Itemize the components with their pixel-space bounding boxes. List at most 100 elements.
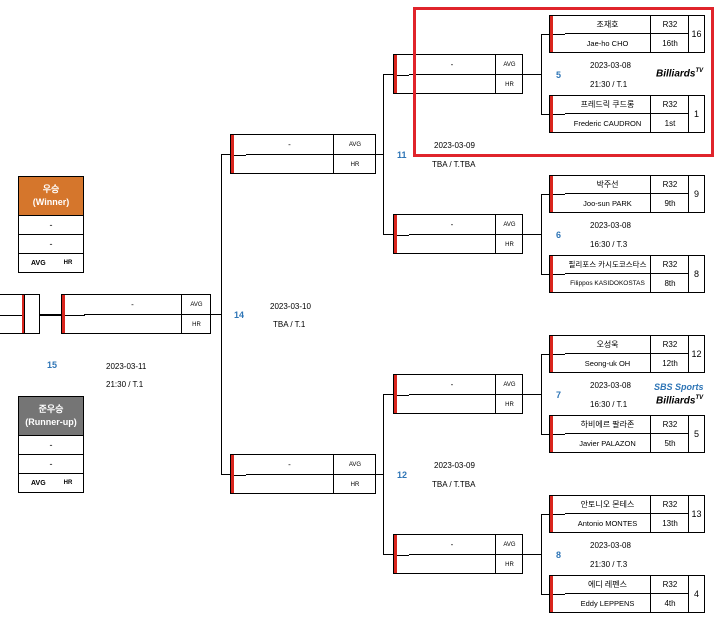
- match-8-p1-seed: 13: [689, 495, 705, 533]
- qf-box-1-hr: HR: [505, 81, 514, 88]
- match-8-p2-seed: 4: [689, 575, 705, 613]
- match-5-p1-ko: 조재호: [565, 16, 651, 34]
- semi-match-number: 14: [234, 310, 245, 320]
- semi-top-hr: HR: [350, 161, 360, 168]
- match-6-date: 2023-03-08: [590, 221, 631, 230]
- match-5-p1-rank: 16th: [662, 39, 678, 48]
- final-left-box: [0, 294, 40, 334]
- final-match-number: 15: [47, 360, 58, 370]
- match-8-p2-round: R32: [651, 576, 689, 594]
- match-5-p2-seed: 1: [689, 95, 705, 133]
- winner-hr: HR: [63, 260, 73, 266]
- match-8-player-1: 안토니오 몬테스 Antonio MONTES R32 13th: [549, 495, 689, 533]
- match-7-number: 7: [556, 390, 562, 400]
- semi-bottom-name: -: [246, 455, 334, 475]
- match-8-p2-ko: 에디 레펜스: [565, 576, 651, 594]
- match-5-player-2: 프레드릭 쿠드롱 Frederic CAUDRON R32 1st: [549, 95, 689, 133]
- runnerup-hr: HR: [63, 480, 73, 486]
- match-6-p1-round: R32: [651, 176, 689, 194]
- semi-top-name: -: [246, 135, 334, 155]
- semi-time: TBA / T.1: [273, 320, 306, 329]
- match-7-player-1: 오성욱 Seong-uk OH R32 12th: [549, 335, 689, 373]
- match-8-p1-round: R32: [651, 496, 689, 514]
- match-5-date: 2023-03-08: [590, 61, 631, 70]
- match-7-p1-seed: 12: [689, 335, 705, 373]
- match-7-p1-ko: 오성욱: [565, 336, 651, 354]
- qf-box-2: - AVG HR: [393, 214, 523, 254]
- qf-box-4-name: -: [409, 535, 496, 555]
- match-6-p1-ko: 박주선: [565, 176, 651, 194]
- match-8-p1-en: Antonio MONTES: [565, 514, 651, 533]
- winner-row-2: -: [19, 234, 83, 253]
- highlight-box: [413, 7, 714, 157]
- semi-bottom-avg: AVG: [334, 455, 376, 475]
- match-6-p2-ko: 필리포스 카시도코스타스: [565, 256, 651, 274]
- match-5-p1-en: Jae-ho CHO: [565, 34, 651, 53]
- qf-top-time: TBA / T.TBA: [432, 160, 476, 169]
- match-5-p1-round: R32: [651, 16, 689, 34]
- semi-top-box: - AVG HR: [230, 134, 376, 174]
- match-6-p2-seed: 8: [689, 255, 705, 293]
- winner-header: 우승 (Winner): [19, 177, 83, 215]
- match-6-player-1: 박주선 Joo-sun PARK R32 9th: [549, 175, 689, 213]
- match-7-p2-rank: 5th: [664, 439, 676, 448]
- match-8-date: 2023-03-08: [590, 541, 631, 550]
- runnerup-row-2: -: [19, 454, 83, 473]
- match-6-number: 6: [556, 230, 562, 240]
- qf-box-3-name: -: [409, 375, 496, 395]
- match-8-time: 21:30 / T.3: [590, 560, 628, 569]
- winner-stats: AVG HR: [19, 253, 83, 272]
- final-time: 21:30 / T.1: [106, 380, 144, 389]
- winner-avg: AVG: [31, 259, 46, 267]
- match-7-p2-round: R32: [651, 416, 689, 434]
- match-5-p2-round: R32: [651, 96, 689, 114]
- sbs-sports-logo: SBS Sports: [654, 382, 704, 392]
- final-avg: AVG: [182, 295, 211, 315]
- match-6-time: 16:30 / T.3: [590, 240, 628, 249]
- qf-top-date: 2023-03-09: [434, 141, 475, 150]
- match-7-player-2: 하비에르 팔라존 Javier PALAZON R32 5th: [549, 415, 689, 453]
- match-8-number: 8: [556, 550, 562, 560]
- final-hr: HR: [192, 321, 201, 328]
- runnerup-header: 준우승 (Runner-up): [19, 397, 83, 435]
- match-7-date: 2023-03-08: [590, 381, 631, 390]
- final-date: 2023-03-11: [106, 362, 147, 371]
- match-5-number: 5: [556, 70, 562, 80]
- winner-title-ko: 우승: [42, 184, 60, 194]
- qf-box-2-hr: HR: [505, 241, 514, 248]
- match-8-p2-rank: 4th: [664, 599, 676, 608]
- semi-top-avg: AVG: [334, 135, 376, 155]
- runnerup-title-en: (Runner-up): [25, 417, 77, 427]
- match-7-p2-ko: 하비에르 팔라존: [565, 416, 651, 434]
- final-name: -: [84, 295, 182, 315]
- runnerup-stats: AVG HR: [19, 473, 83, 492]
- match-6-p2-rank: 8th: [664, 279, 676, 288]
- match-6-p1-rank: 9th: [664, 199, 676, 208]
- final-connector: [40, 314, 62, 316]
- billiards-tv-logo-2: BilliardsTV: [656, 395, 704, 407]
- qf-box-4-avg: AVG: [496, 535, 523, 555]
- runnerup-avg: AVG: [31, 479, 46, 487]
- runnerup-panel: 준우승 (Runner-up) - - AVG HR: [18, 396, 84, 493]
- qf-box-4-hr: HR: [505, 561, 514, 568]
- qf-bottom-number: 12: [397, 470, 408, 480]
- qf-box-2-name: -: [409, 215, 496, 235]
- match-6-p1-en: Joo-sun PARK: [565, 194, 651, 213]
- winner-panel: 우승 (Winner) - - AVG HR: [18, 176, 84, 273]
- qf-bottom-date: 2023-03-09: [434, 461, 475, 470]
- match-7-time: 16:30 / T.1: [590, 400, 628, 409]
- qf-box-4: - AVG HR: [393, 534, 523, 574]
- runnerup-title-ko: 준우승: [38, 404, 64, 414]
- match-5-p2-rank: 1st: [664, 119, 676, 128]
- semi-bottom-hr: HR: [350, 481, 360, 488]
- match-6-p2-en: Filippos KASIDOKOSTAS: [565, 274, 651, 293]
- match-8-p2-en: Eddy LEPPENS: [565, 594, 651, 613]
- match-7-p1-en: Seong-uk OH: [565, 354, 651, 373]
- match-5-p1-seed: 16: [689, 15, 705, 53]
- match-5-player-1: 조재호 Jae-ho CHO R32 16th: [549, 15, 689, 53]
- runnerup-row-1: -: [19, 435, 83, 454]
- match-8-p1-ko: 안토니오 몬테스: [565, 496, 651, 514]
- semi-date: 2023-03-10: [270, 302, 311, 311]
- final-match-box: - AVG HR: [61, 294, 211, 334]
- winner-title-en: (Winner): [32, 197, 70, 207]
